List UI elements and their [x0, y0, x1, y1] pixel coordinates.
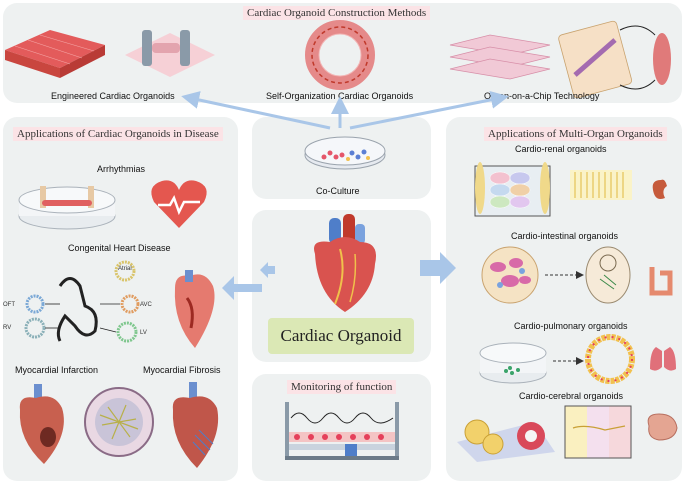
cardio-cerebral-label: Cardio-cerebral organoids	[519, 391, 624, 401]
heart-section-illustration	[174, 270, 215, 348]
chd-oft: OFT	[3, 302, 15, 308]
method-organ-chip: Organ-on-a-Chip Technology	[484, 91, 600, 101]
fibrosis-heart-illustration	[172, 382, 219, 468]
disease-title: Applications of Cardiac Organoids in Dis…	[13, 127, 223, 141]
coculture-dish-illustration	[304, 136, 386, 170]
heart-illustration	[314, 214, 376, 312]
cardio-intestinal-label: Cardio-intestinal organoids	[511, 231, 619, 241]
multi-organ-title: Applications of Multi-Organ Organoids	[484, 127, 667, 141]
chd-atrial: Atrial	[118, 266, 132, 272]
fibrosis-organoid-illustration	[84, 387, 154, 457]
chd-diagram	[24, 260, 140, 343]
method-engineered: Engineered Cardiac Organoids	[51, 91, 175, 101]
arrhythmias-label: Arrhythmias	[97, 164, 146, 174]
cardio-pulmonary-illustration	[479, 334, 676, 384]
cardio-renal-label: Cardio-renal organoids	[515, 144, 607, 154]
coculture-label: Co-Culture	[316, 186, 360, 196]
cardio-cerebral-illustration	[457, 405, 678, 462]
arrow-left	[260, 262, 275, 278]
chd-lv: LV	[140, 330, 147, 336]
cardio-pulmonary-label: Cardio-pulmonary organoids	[514, 321, 628, 331]
engineered-tissue-illustration	[5, 30, 105, 78]
cardiac-organoid-label: Cardiac Organoid	[268, 318, 414, 354]
cardio-intestinal-illustration	[481, 246, 673, 304]
infarct-heart-illustration	[19, 384, 64, 464]
construction-title: Cardiac Organoid Construction Methods	[243, 6, 431, 20]
chd-label: Congenital Heart Disease	[68, 243, 171, 253]
arrhythmia-dish-illustration	[18, 186, 116, 230]
mf-label: Myocardial Fibrosis	[143, 365, 221, 375]
mi-label: Myocardial Infarction	[15, 365, 99, 375]
organ-chip-illustration	[449, 20, 671, 99]
monitoring-title: Monitoring of function	[287, 380, 397, 394]
cardio-renal-illustration	[474, 162, 667, 217]
chd-avc: AVC	[140, 302, 152, 308]
engineered-stretcher-illustration	[125, 30, 215, 77]
chd-rv: RV	[3, 325, 12, 331]
self-organization-ring-illustration	[305, 20, 375, 90]
heart-rate-icon	[151, 180, 207, 228]
monitoring-chip-illustration	[285, 402, 399, 460]
